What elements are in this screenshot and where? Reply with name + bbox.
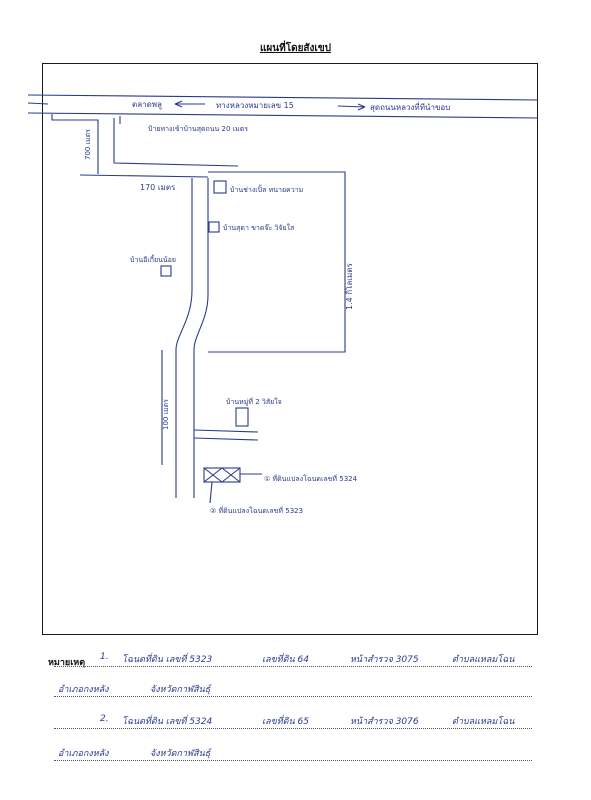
label-direction-left: ตลาดพลู [132, 100, 162, 110]
remark-1-subdistrict: ตำบลแหลมโฉน [452, 655, 515, 665]
remark-1-deed: โฉนดที่ดิน เลขที่ 5323 [122, 655, 213, 665]
label-direction-right: สุดถนนหลวงที่ทีนำขอบ [370, 101, 450, 112]
remark-3-subdistrict: ตำบลแหลมโฉน [452, 717, 515, 727]
remark-3-deed: โฉนดที่ดิน เลขที่ 5324 [122, 717, 213, 727]
remark-line-4 [54, 760, 532, 761]
access-road-left [51, 114, 99, 174]
arrow-left [174, 100, 205, 108]
label-parcel-2: ② ที่ดินแปลงโฉนดเลขที่ 5323 [210, 506, 303, 515]
parcel-box [203, 467, 241, 483]
distance-bracket-right [208, 171, 346, 353]
label-dist-right: 1.4 กิโลเมตร [344, 262, 354, 310]
remark-4-district: อำเภอกงหลัง [58, 749, 109, 759]
label-house-4: บ้านหมู่ที่ 2 วิสัยใจ [226, 397, 282, 406]
label-parcel-1: ① ที่ดินแปลงโฉนดเลขที่ 5324 [264, 474, 358, 483]
house-3-mark [160, 265, 172, 277]
remark-4-province: จังหวัดกาฬสินธุ์ [150, 749, 211, 759]
label-dist-left: 700 เมตร [84, 129, 92, 160]
remark-line-1 [54, 666, 532, 667]
house-1-mark [213, 180, 227, 194]
arrow-right [337, 103, 366, 111]
side-road-2 [193, 437, 259, 441]
parcel-hatch [203, 467, 241, 483]
highway-stub [27, 102, 49, 105]
highway-line-bottom [27, 112, 539, 119]
village-road-top [79, 174, 209, 178]
remark-2-district: อำเภอกงหลัง [58, 685, 109, 695]
label-house-1: บ้านช่างเปิ้ล ทนายความ [230, 183, 303, 194]
page-title: แผนที่โดยสังเขป [259, 43, 332, 54]
remark-2-province: จังหวัดกาฬสินธุ์ [150, 685, 211, 695]
side-road [193, 429, 259, 433]
remark-1-survey: หน้าสำรวจ 3075 [350, 655, 419, 665]
label-house-2: บ้านสุดา ขาดจ๊ะ วิจัยใส [223, 223, 295, 232]
label-dist-horizontal: 170 เมตร [140, 183, 176, 192]
map-frame [42, 63, 538, 635]
village-road-left [175, 178, 193, 498]
label-road-name: ทางหลวงหมายเลข 15 [216, 101, 294, 110]
house-2-mark [208, 221, 220, 233]
label-house-3: บ้านอีเกี้ยนน้อย [130, 253, 176, 264]
remark-line-2 [54, 696, 532, 697]
remark-3-num: 2. [100, 714, 109, 724]
village-road-right [193, 178, 209, 498]
access-road-right [113, 118, 239, 167]
label-dist-mid: 100 เมตร [162, 399, 170, 430]
remark-1-num: 1. [100, 652, 109, 662]
remarks-label: หมายเหตุ [48, 658, 86, 668]
house-4-mark [235, 407, 249, 427]
remark-3-plot: เลขที่ดิน 65 [262, 717, 309, 727]
remark-3-survey: หน้าสำรวจ 3076 [350, 717, 419, 727]
remark-line-3 [54, 728, 532, 729]
highway-line-top [27, 94, 539, 101]
remark-1-plot: เลขที่ดิน 64 [262, 655, 309, 665]
label-entrance: ป้ายทางเข้าบ้านสุดถนน 20 เมตร [148, 125, 248, 133]
parcel-pointer-2 [209, 481, 213, 504]
